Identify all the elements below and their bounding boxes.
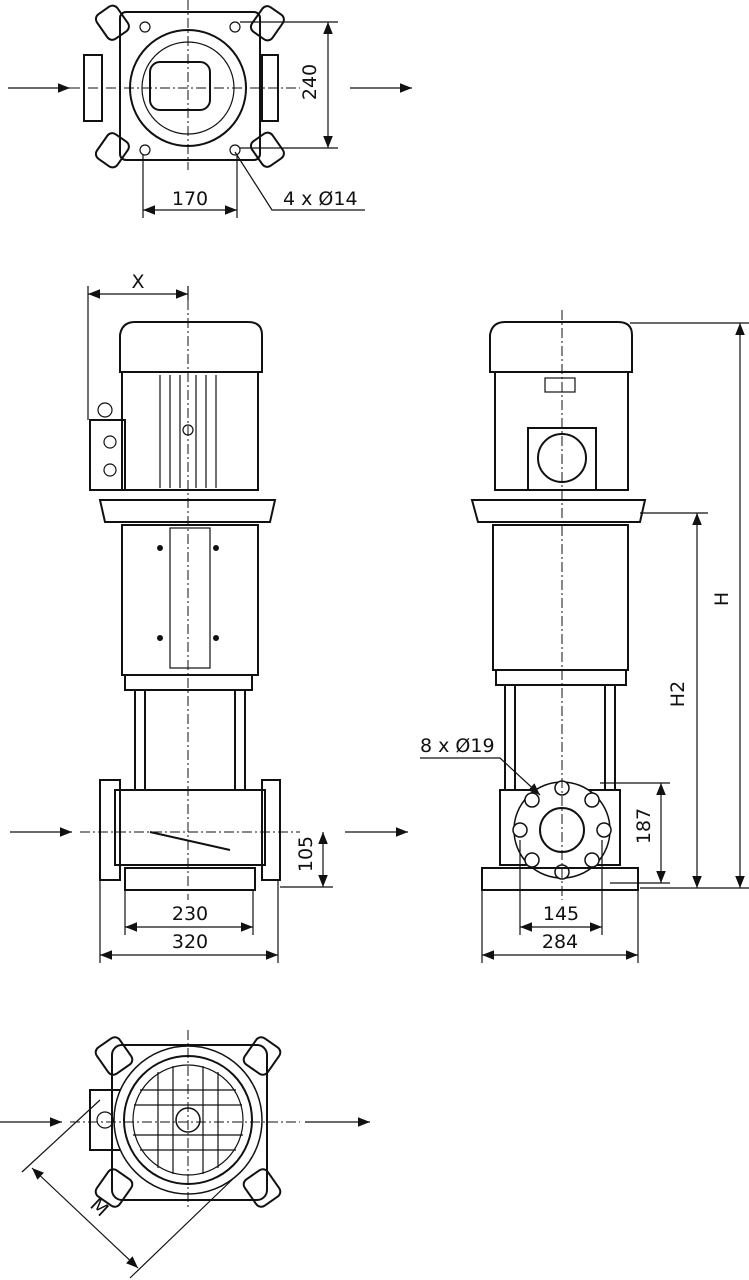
dim-187: 187 (633, 808, 655, 844)
dim-h: H (711, 592, 733, 606)
dim-170: 170 (172, 188, 208, 210)
dim-h2: H2 (667, 681, 689, 707)
dim-284: 284 (542, 931, 578, 953)
front-view: X 105 230 320 (10, 271, 408, 963)
dim-x: X (131, 271, 144, 293)
dim-320: 320 (172, 931, 208, 953)
dim-240: 240 (299, 64, 321, 100)
dim-145: 145 (543, 903, 579, 925)
mounting-holes-label: 4 x Ø14 (283, 188, 358, 210)
side-view: H H2 187 8 x Ø19 145 284 (420, 310, 749, 963)
top-view: 240 170 4 x Ø14 (8, 0, 412, 218)
dim-m: M (86, 1194, 113, 1221)
bottom-view: M (0, 1030, 370, 1279)
flange-holes-label: 8 x Ø19 (420, 735, 495, 757)
dim-230: 230 (172, 903, 208, 925)
dim-105: 105 (295, 836, 317, 872)
